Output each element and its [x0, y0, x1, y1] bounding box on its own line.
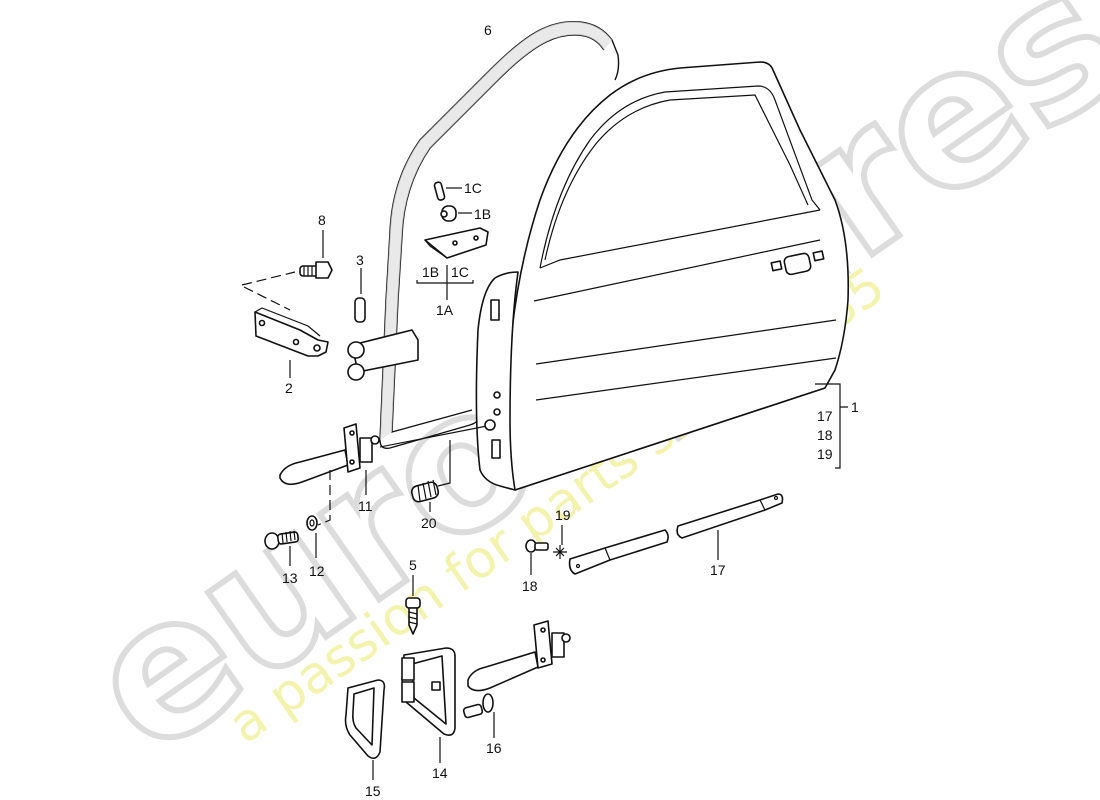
- part-11-door-check-strap[interactable]: [279, 423, 380, 486]
- part-8-bolt[interactable]: [299, 261, 333, 279]
- callout-1C-sub: 1C: [451, 264, 469, 280]
- part-20-plug[interactable]: [410, 479, 440, 503]
- callout-17: 17: [710, 562, 726, 578]
- callout-5: 5: [409, 557, 417, 573]
- callout-12: 12: [309, 563, 325, 579]
- part-1C-roll-pin[interactable]: [433, 181, 446, 201]
- assembly-line-8: [241, 271, 296, 286]
- check-strap-reference: [467, 620, 571, 692]
- leader-20b: [437, 440, 451, 487]
- callout-20: 20: [421, 515, 437, 531]
- callout-11: 11: [358, 498, 373, 514]
- callout-1B-sub: 1B: [422, 264, 439, 280]
- part-13-bolt[interactable]: [264, 530, 300, 550]
- door-hinge-half: [347, 329, 419, 381]
- door-pin-hole: [484, 419, 496, 431]
- part-3-hinge-pin[interactable]: [354, 297, 366, 323]
- callout-2: 2: [285, 380, 293, 396]
- callout-8: 8: [318, 212, 326, 228]
- part-5-screw[interactable]: [405, 597, 421, 635]
- leader-20: [379, 424, 493, 448]
- callout-18: 18: [522, 578, 538, 594]
- part-2-hinge-bracket[interactable]: [254, 307, 329, 357]
- callout-group-19: 19: [817, 446, 833, 462]
- part-15-gasket[interactable]: [344, 679, 386, 760]
- assembly-line-11: [317, 470, 331, 526]
- callout-14: 14: [432, 765, 448, 781]
- part-19-lock-washer[interactable]: [553, 545, 567, 559]
- part-1A-hinge-plate[interactable]: [424, 227, 489, 259]
- bracket-1: [815, 383, 848, 469]
- callout-group-18: 18: [817, 427, 833, 443]
- callout-1A: 1A: [436, 302, 454, 318]
- part-16-bolt[interactable]: [462, 693, 494, 719]
- part-1B-bushing[interactable]: [440, 205, 457, 222]
- callout-16: 16: [486, 740, 502, 756]
- assembly-line-2: [243, 286, 291, 311]
- callout-1B: 1B: [474, 206, 491, 222]
- callout-3: 3: [356, 252, 364, 268]
- part-17-impact-bar[interactable]: [568, 493, 784, 575]
- callout-6: 6: [484, 22, 492, 38]
- part-14-check-strap-housing[interactable]: [401, 647, 456, 736]
- callout-1: 1: [851, 399, 859, 415]
- bracket-1A: [416, 265, 474, 300]
- part-18-screw[interactable]: [525, 539, 549, 553]
- callout-group-17: 17: [817, 408, 833, 424]
- callout-13: 13: [282, 570, 298, 586]
- callout-19: 19: [555, 507, 571, 523]
- part-1-door-shell[interactable]: [475, 61, 850, 491]
- part-12-washer[interactable]: [306, 515, 318, 531]
- callout-1C: 1C: [464, 180, 482, 196]
- callout-15: 15: [365, 783, 381, 799]
- callout-labels: 6 1C 1B 1B 1C 1A 8 3 2 11 20 13 12 5 19 …: [282, 22, 859, 799]
